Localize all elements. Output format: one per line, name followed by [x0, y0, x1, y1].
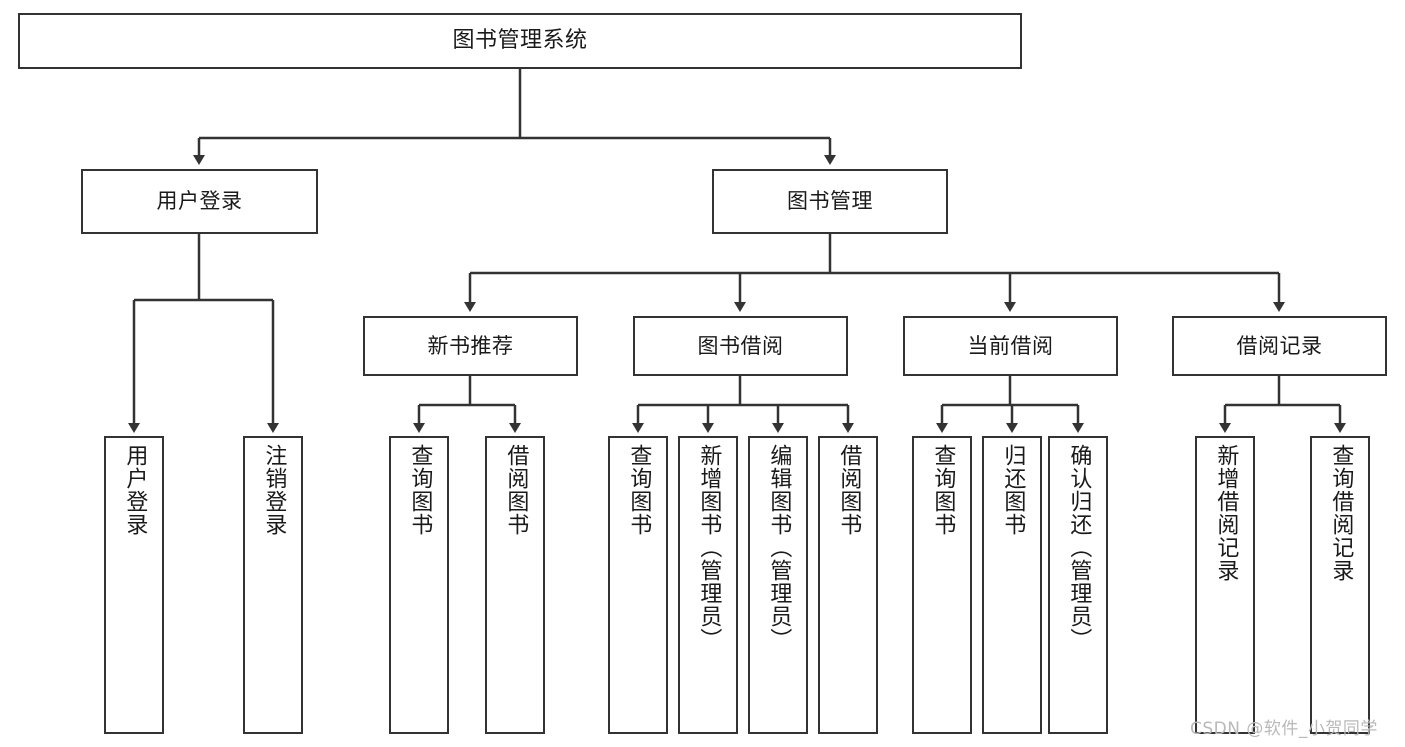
node-user-login-label: 用户登录 — [156, 189, 243, 214]
node-current-borrow[interactable]: 当前借阅 — [903, 316, 1118, 376]
node-root[interactable]: 图书管理系统 — [18, 13, 1022, 69]
node-leaf-borrow-book-2-label: 借阅图书 — [836, 444, 862, 536]
node-leaf-query-record-label: 查询借阅记录 — [1328, 444, 1354, 582]
node-leaf-query-book-3-label: 查询图书 — [930, 444, 956, 536]
watermark-text: CSDN @软件_小贺同学 — [1190, 719, 1378, 739]
node-leaf-query-book-2[interactable]: 查询图书 — [608, 436, 668, 734]
node-book-borrow[interactable]: 图书借阅 — [633, 316, 848, 376]
node-leaf-return-book[interactable]: 归还图书 — [982, 436, 1042, 734]
node-leaf-query-book-1[interactable]: 查询图书 — [389, 436, 449, 734]
node-borrow-record-label: 借阅记录 — [1236, 333, 1323, 358]
node-leaf-add-book-label: 新增图书（管理员） — [696, 444, 722, 651]
node-leaf-query-record[interactable]: 查询借阅记录 — [1310, 436, 1370, 734]
node-leaf-borrow-book-1[interactable]: 借阅图书 — [485, 436, 545, 734]
node-borrow-record[interactable]: 借阅记录 — [1172, 316, 1387, 376]
node-new-book-recommend[interactable]: 新书推荐 — [363, 316, 578, 376]
node-leaf-return-book-label: 归还图书 — [1000, 444, 1026, 536]
node-leaf-confirm-return[interactable]: 确认归还（管理员） — [1048, 436, 1108, 734]
node-leaf-add-book[interactable]: 新增图书（管理员） — [678, 436, 738, 734]
node-leaf-add-record-label: 新增借阅记录 — [1213, 444, 1239, 582]
node-new-book-recommend-label: 新书推荐 — [427, 333, 514, 358]
node-leaf-edit-book[interactable]: 编辑图书（管理员） — [748, 436, 808, 734]
node-leaf-query-book-2-label: 查询图书 — [626, 444, 652, 536]
node-leaf-query-book-3[interactable]: 查询图书 — [912, 436, 972, 734]
node-current-borrow-label: 当前借阅 — [967, 333, 1054, 358]
node-user-login[interactable]: 用户登录 — [81, 169, 318, 234]
node-leaf-user-login-label: 用户登录 — [122, 444, 148, 536]
node-root-label: 图书管理系统 — [452, 28, 588, 54]
node-leaf-borrow-book-1-label: 借阅图书 — [503, 444, 529, 536]
node-leaf-user-login[interactable]: 用户登录 — [104, 436, 164, 734]
node-leaf-confirm-return-label: 确认归还（管理员） — [1066, 444, 1092, 651]
node-book-manage-label: 图书管理 — [787, 189, 873, 214]
node-leaf-borrow-book-2[interactable]: 借阅图书 — [818, 436, 878, 734]
node-leaf-query-book-1-label: 查询图书 — [407, 444, 433, 536]
node-leaf-logout-label: 注销登录 — [261, 444, 287, 536]
node-leaf-edit-book-label: 编辑图书（管理员） — [766, 444, 792, 651]
node-book-manage[interactable]: 图书管理 — [712, 169, 948, 234]
node-leaf-logout[interactable]: 注销登录 — [243, 436, 303, 734]
node-leaf-add-record[interactable]: 新增借阅记录 — [1195, 436, 1255, 734]
node-book-borrow-label: 图书借阅 — [697, 333, 784, 358]
